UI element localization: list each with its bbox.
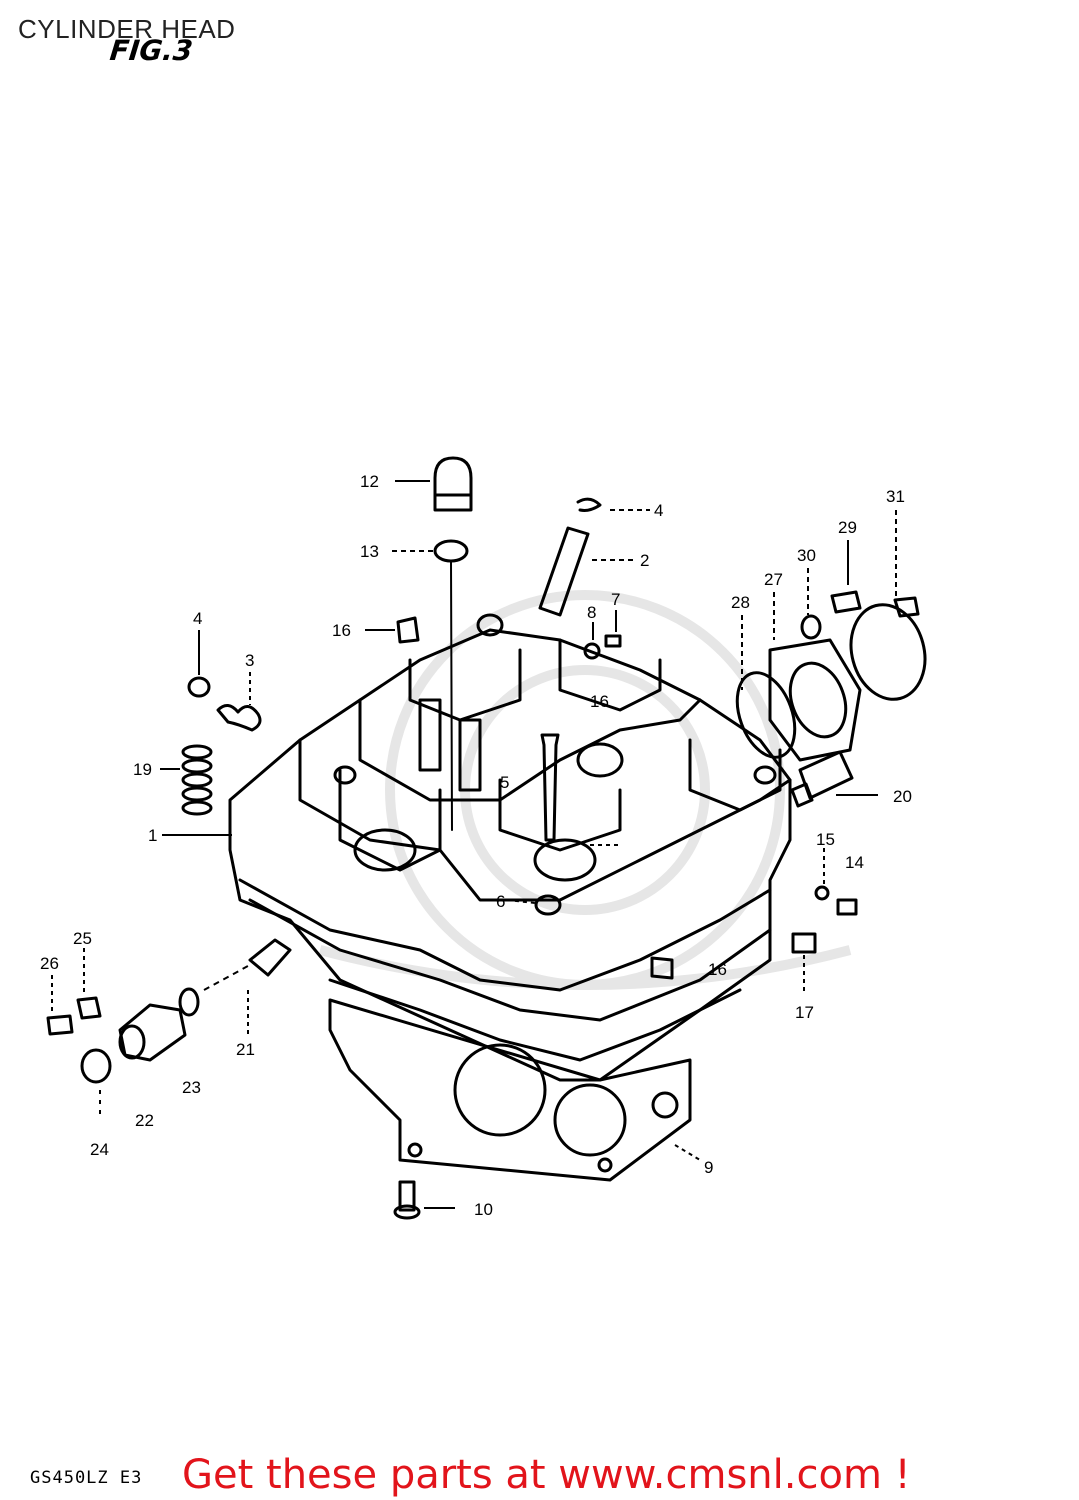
callout-15: 15: [816, 830, 835, 849]
callout-13: 13: [360, 542, 379, 561]
callout-7: 7: [611, 590, 620, 609]
part-31-clamp: [849, 596, 927, 701]
page-title: CYLINDER HEAD: [18, 14, 236, 44]
cylinder-head-gasket-part: [328, 998, 692, 1182]
callout-16-mid: 16: [590, 692, 609, 711]
part-14-bolt: [836, 898, 858, 916]
part-27-intake-pipe: [768, 638, 862, 762]
callout-28: 28: [731, 593, 750, 612]
callout-12: 12: [360, 472, 379, 491]
callout-29: 29: [838, 518, 857, 537]
part-15-washer: [814, 885, 830, 901]
part-19-spring: [181, 744, 213, 816]
callout-5: 5: [500, 773, 509, 792]
callout-10: 10: [474, 1200, 493, 1219]
part-29-screw: [830, 590, 862, 614]
callout-9: 9: [704, 1158, 713, 1177]
callout-31: 31: [886, 487, 905, 506]
part-6-bolt: [534, 894, 562, 916]
part-26-bolt: [46, 1014, 74, 1036]
callout-21: 21: [236, 1040, 255, 1059]
part-2-pin: [538, 526, 590, 617]
callout-8: 8: [587, 603, 596, 622]
callout-27: 27: [764, 570, 783, 589]
leader-lines: [51, 480, 897, 1209]
callout-4: 4: [654, 501, 663, 520]
callout-20: 20: [893, 787, 912, 806]
part-16-plug-lower: [650, 956, 674, 980]
callout-16-lower: 16: [708, 960, 727, 979]
part-17-dowel: [791, 932, 817, 954]
part-7-bolt: [604, 634, 622, 648]
callout-25: 25: [73, 929, 92, 948]
callout-14: 14: [845, 853, 864, 872]
callout-2: 2: [640, 551, 649, 570]
part-24-plug: [80, 1048, 112, 1084]
callout-22: 22: [135, 1111, 154, 1130]
callout-4-left: 4: [193, 609, 202, 628]
part-12-cap: [433, 456, 473, 512]
part-20-sensor: [790, 750, 854, 808]
callout-23: 23: [182, 1078, 201, 1097]
part-5-bolt: [540, 733, 560, 842]
model-code: GS450LZ E3: [30, 1468, 143, 1488]
part-3-spring: [216, 704, 262, 732]
part-30-washer: [800, 614, 822, 640]
callout-6: 6: [496, 892, 505, 911]
part-23-oring: [178, 987, 200, 1017]
callout-17: 17: [795, 1003, 814, 1022]
callout-16: 16: [332, 621, 351, 640]
part-16-plug: [396, 616, 420, 644]
part-28-oring: [735, 671, 797, 759]
part-4-oring: [187, 676, 211, 698]
callout-1: 1: [148, 826, 157, 845]
callout-3: 3: [245, 651, 254, 670]
callout-24: 24: [90, 1140, 109, 1159]
part-8-bolt: [583, 642, 601, 660]
part-22-housing: [118, 1003, 187, 1062]
callout-19: 19: [133, 760, 152, 779]
part-10-bolt: [393, 1180, 421, 1220]
part-21-pin: [248, 938, 292, 977]
callout-26: 26: [40, 954, 59, 973]
cmsnl-link[interactable]: Get these parts at www.cmsnl.com !: [182, 1452, 911, 1498]
cylinder-head-part: [228, 613, 792, 1082]
callout-labels: 12 4 13 2 31 29 30 27 28 8 7 16 4 3 16 1…: [40, 472, 912, 1219]
part-25-nut: [76, 996, 102, 1020]
callout-30: 30: [797, 546, 816, 565]
part-13-washer: [433, 539, 469, 563]
part-4-clip: [576, 497, 602, 512]
